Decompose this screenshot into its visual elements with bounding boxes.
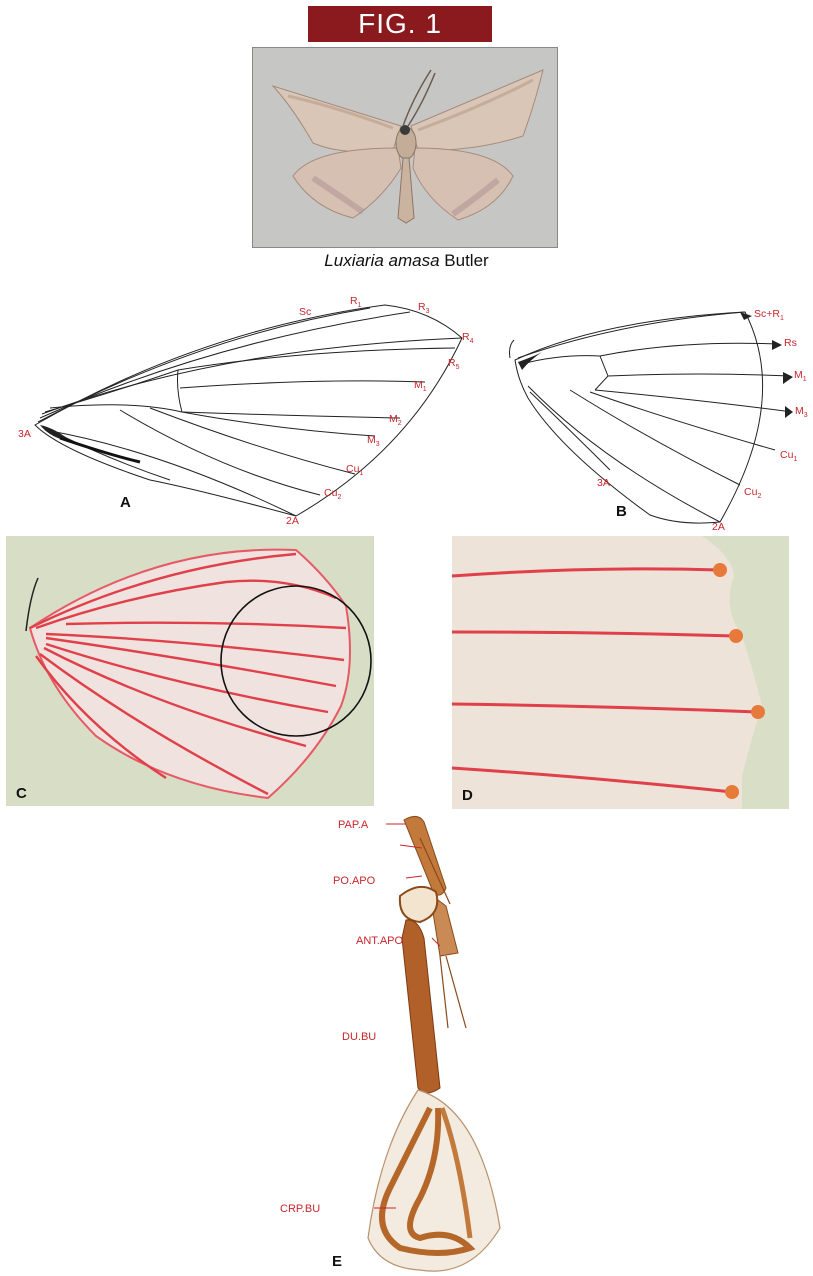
label-hm3: M3 (795, 405, 808, 419)
label-m3: M3 (367, 434, 380, 448)
label-r1: R1 (350, 295, 362, 309)
label-sc-r1: Sc+R1 (754, 308, 784, 322)
panel-label-a: A (120, 494, 131, 511)
panel-label-b: B (616, 503, 627, 520)
species-name: Luxiaria amasa (324, 251, 439, 270)
species-caption: Luxiaria amasa Butler (200, 251, 613, 271)
label-crp-bu: CRP.BU (280, 1203, 320, 1215)
moth-illustration (253, 48, 557, 247)
label-po-apo: PO.APO (333, 875, 376, 887)
label-hcu1: Cu1 (780, 449, 797, 463)
label-ant-apo: ANT.APO (356, 935, 404, 947)
label-m1: M1 (414, 379, 427, 393)
label-sc: Sc (299, 306, 311, 318)
figure-title: FIG. 1 (308, 6, 492, 42)
label-hm1: M1 (794, 369, 807, 383)
hindwing-venation-diagram: Sc+R1 Rs M1 M3 Cu1 Cu2 2A 3A B (500, 290, 813, 535)
species-author: Butler (440, 251, 489, 270)
label-r3: R3 (418, 301, 430, 315)
wing-margin-photo: D (452, 536, 789, 809)
label-du-bu: DU.BU (342, 1031, 376, 1043)
label-pap-a: PAP.A (338, 819, 369, 831)
label-cu2: Cu2 (324, 487, 341, 501)
label-r4: R4 (462, 331, 474, 345)
stained-wing-illustration: C (6, 536, 374, 806)
label-hcu2: Cu2 (744, 486, 761, 500)
label-h2a: 2A (712, 521, 725, 533)
label-h3a: 3A (597, 477, 610, 489)
label-r5: R5 (448, 357, 460, 371)
panel-label-c: C (16, 785, 27, 802)
label-3a: 3A (18, 428, 31, 440)
wing-margin-illustration: D (452, 536, 789, 809)
label-2a: 2A (286, 515, 299, 527)
moth-photo (252, 47, 558, 248)
label-m2: M2 (389, 413, 402, 427)
label-rs: Rs (784, 337, 797, 349)
panel-label-d: D (462, 787, 473, 804)
panel-label-e: E (332, 1253, 342, 1270)
stained-wing-photo: C (6, 536, 374, 806)
genitalia-diagram: PAP.A PO.APO ANT.APO DU.BU CRP.BU E (270, 808, 530, 1276)
forewing-venation-diagram: Sc R1 R3 R4 R5 M1 M2 M3 Cu1 Cu2 2A 3A A (0, 290, 500, 530)
label-cu1: Cu1 (346, 463, 363, 477)
